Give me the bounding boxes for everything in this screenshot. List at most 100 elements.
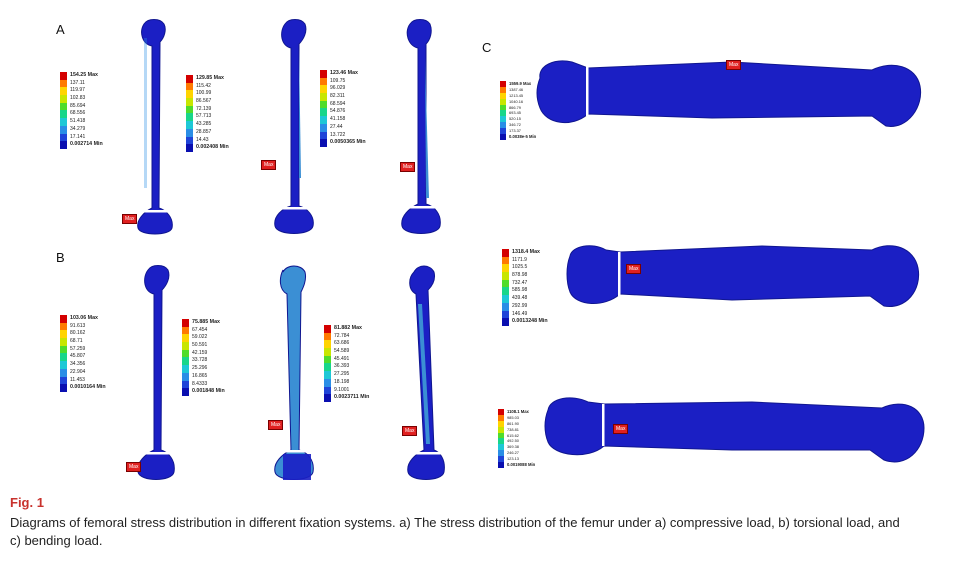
femur-c2 [566, 245, 920, 307]
legend-label: 8.4333 [192, 380, 208, 387]
legend-swatch [320, 93, 327, 101]
legend-label: 42.159 [192, 349, 208, 356]
panel-label-c: C [482, 40, 492, 55]
legend-row: 54.589 [324, 348, 369, 356]
legend-label: 0.0013248 Min [512, 318, 548, 325]
legend-row: 41.158 [320, 116, 366, 124]
legend-label: 41.158 [330, 116, 346, 123]
legend-row: 25.296 [182, 365, 225, 373]
legend-row: 45.807 [60, 353, 106, 362]
legend-swatch [182, 380, 189, 389]
legend-row: 0.0023711 Min [324, 394, 369, 402]
legend-row: 82.311 [320, 93, 366, 101]
legend-swatch [60, 118, 67, 126]
legend-swatch [186, 105, 193, 114]
legend-row: 1040.16 [500, 98, 536, 105]
legend-row: 1387.46 [500, 86, 536, 93]
legend-row: 369.38 [498, 444, 535, 451]
legend-row: 109.75 [320, 77, 366, 86]
legend-label: 57.713 [196, 113, 212, 120]
legend-row: 96.029 [320, 85, 366, 94]
legend-label: 13.722 [330, 131, 346, 138]
legend-row: 72.139 [186, 105, 229, 114]
legend-label: 33.728 [192, 357, 208, 364]
max-tag-b1: Max [126, 462, 142, 472]
legend-label: 861.90 [507, 420, 519, 426]
legend-row: 18.198 [324, 378, 369, 387]
legend-label: 0.0038e-5 Min [509, 134, 537, 140]
legend-row: 68.71 [60, 338, 106, 346]
legend-row: 100.99 [186, 90, 229, 99]
legend-row: 585.98 [502, 287, 548, 296]
legend-row: 1171.9 [502, 256, 548, 265]
legend-label: 63.686 [334, 340, 350, 347]
panel-label-b: B [56, 250, 65, 265]
legend-row: 80.162 [60, 330, 106, 339]
legend-row: 0.001848 Min [182, 388, 225, 396]
legend-swatch [60, 330, 67, 339]
legend-swatch [60, 79, 67, 88]
legend-swatch [182, 372, 189, 381]
legend-label: 102.83 [70, 95, 86, 102]
legend-label: 45.491 [334, 355, 350, 362]
legend-row: 57.713 [186, 113, 229, 122]
legend-swatch [60, 368, 67, 377]
legend-swatch [186, 98, 193, 106]
legend-label: 0.002408 Min [196, 144, 229, 151]
legend-label: 18.198 [334, 378, 350, 385]
legend-row: 1213.45 [500, 92, 536, 99]
legend-swatch [324, 371, 331, 379]
legend-row: 17.141 [60, 133, 103, 142]
legend-swatch [324, 394, 331, 402]
legend-swatch [60, 322, 67, 331]
legend-label: 9.1001 [334, 386, 350, 393]
legend-swatch [60, 95, 67, 103]
max-tag-c1: Max [726, 60, 742, 70]
legend-row: 0.0019088 Min [498, 462, 535, 468]
legend-row: 42.159 [182, 349, 225, 358]
legend-row: 0.0038e-5 Min [500, 134, 536, 140]
legend-swatch [498, 432, 504, 439]
legend-swatch [320, 85, 327, 94]
legend-label: 0.0050365 Min [330, 139, 366, 146]
legend-swatch [502, 310, 509, 319]
legend-swatch [60, 125, 67, 134]
legend-label: 119.97 [70, 87, 85, 94]
legend-swatch [182, 357, 189, 366]
legend-swatch [60, 338, 67, 346]
legend-label: 68.71 [70, 338, 83, 345]
legend-row: 34.356 [60, 361, 106, 369]
legend-swatch [498, 438, 504, 445]
legend-label: 100.99 [196, 90, 212, 97]
legend-swatch [324, 355, 331, 364]
legend-row: 28.857 [186, 128, 229, 137]
legend-label: 0.0019088 Min [507, 462, 536, 468]
legend-row: 81.882 Max [324, 325, 369, 333]
legend-row: 878.98 [502, 272, 548, 280]
legend-swatch [182, 319, 189, 327]
figure-panel: A B C Max [18, 14, 942, 488]
femur-b3 [407, 265, 445, 480]
max-tag-c2: Max [626, 264, 642, 274]
legend-row: 0.0050365 Min [320, 139, 366, 147]
femur-a2 [274, 19, 314, 234]
legend-swatch [186, 121, 193, 129]
legend-swatch [498, 426, 504, 433]
legend-swatch [500, 81, 506, 87]
legend-label: 1213.45 [509, 92, 524, 98]
legend-row: 59.022 [182, 334, 225, 343]
legend-swatch [60, 345, 67, 354]
legend-row: 0.0010164 Min [60, 384, 106, 392]
legend-row: 119.97 [60, 87, 103, 96]
legend-swatch [500, 122, 506, 129]
legend-row: 16.865 [182, 372, 225, 381]
legend-label: 67.454 [192, 326, 208, 333]
legend-swatch [60, 376, 67, 385]
legend-swatch [182, 349, 189, 358]
legend-swatch [500, 134, 506, 140]
legend-label: 123.13 [507, 456, 519, 462]
legend-swatch [502, 249, 509, 257]
